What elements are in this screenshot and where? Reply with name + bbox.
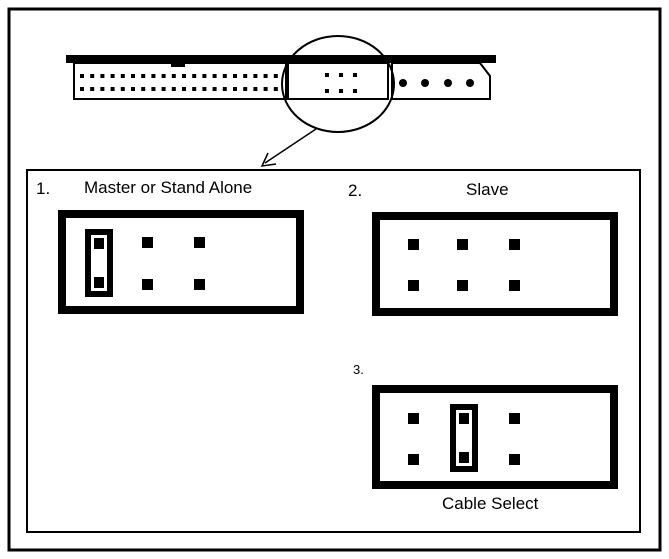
- ide-pin: [233, 74, 237, 78]
- ide-pin: [212, 87, 217, 91]
- ide-pin: [141, 87, 146, 91]
- ide-pin: [263, 74, 268, 78]
- ide-pin: [171, 87, 176, 91]
- panel-3-title: Cable Select: [442, 494, 539, 513]
- jumper-block-cable-select: [372, 385, 618, 489]
- ide-pin: [100, 87, 105, 91]
- ide-connector: [73, 62, 287, 100]
- ide-pin: [263, 87, 268, 91]
- panel-2-title: Slave: [466, 180, 509, 199]
- outer-frame: [7, 7, 662, 552]
- jumper-pin: [353, 73, 357, 77]
- ide-pin: [100, 74, 105, 78]
- ide-pin: [253, 87, 258, 91]
- ide-pin: [120, 74, 125, 78]
- jumper-pin: [325, 89, 329, 93]
- ide-pin: [182, 74, 186, 78]
- ide-pin: [131, 74, 135, 78]
- ide-pin: [192, 87, 197, 91]
- ide-pin: [131, 87, 135, 91]
- ide-pin: [202, 74, 207, 78]
- ide-pins: [80, 74, 278, 91]
- ide-pin: [273, 74, 278, 78]
- jumper-pin: [353, 89, 357, 93]
- detail-box: [26, 169, 641, 533]
- ide-pin: [151, 87, 156, 91]
- panel-3-number: 3.: [353, 362, 364, 377]
- panel-1-number: 1.: [36, 179, 51, 198]
- jumper-block-master: [58, 210, 304, 314]
- panel-2-number: 2.: [348, 181, 363, 200]
- jumper-pin: [339, 89, 343, 93]
- ide-pin: [273, 87, 278, 91]
- ide-pin: [161, 74, 166, 78]
- ide-pin: [120, 87, 125, 91]
- ide-pin: [80, 74, 84, 78]
- ide-pin: [182, 87, 186, 91]
- ide-pin: [90, 74, 95, 78]
- ide-pin: [192, 74, 197, 78]
- magnifier-circle: [281, 35, 395, 133]
- ide-pin: [222, 74, 227, 78]
- jumper-block-slave: [372, 212, 618, 316]
- ide-pin: [253, 74, 258, 78]
- ide-pin: [233, 87, 237, 91]
- ide-pin: [222, 87, 227, 91]
- ide-pin: [141, 74, 146, 78]
- ide-pin: [243, 74, 248, 78]
- jumper-pin: [339, 73, 343, 77]
- callout-arrow: [264, 128, 317, 164]
- ide-pin: [202, 87, 207, 91]
- ide-pin: [80, 87, 84, 91]
- ide-pin: [151, 74, 156, 78]
- drive-connector-edge: [66, 55, 496, 100]
- ide-pin: [110, 87, 115, 91]
- jumper-block-overview: [287, 62, 389, 100]
- power-connector: [391, 62, 491, 100]
- panel-1-title: Master or Stand Alone: [84, 178, 253, 197]
- ide-pin: [161, 87, 166, 91]
- jumper-pin: [325, 73, 329, 77]
- jumper-mini-pins: [325, 73, 357, 93]
- ide-pin: [171, 74, 176, 78]
- ide-pin: [243, 87, 248, 91]
- ide-pin: [110, 74, 115, 78]
- ide-pin: [90, 87, 95, 91]
- ide-pin: [212, 74, 217, 78]
